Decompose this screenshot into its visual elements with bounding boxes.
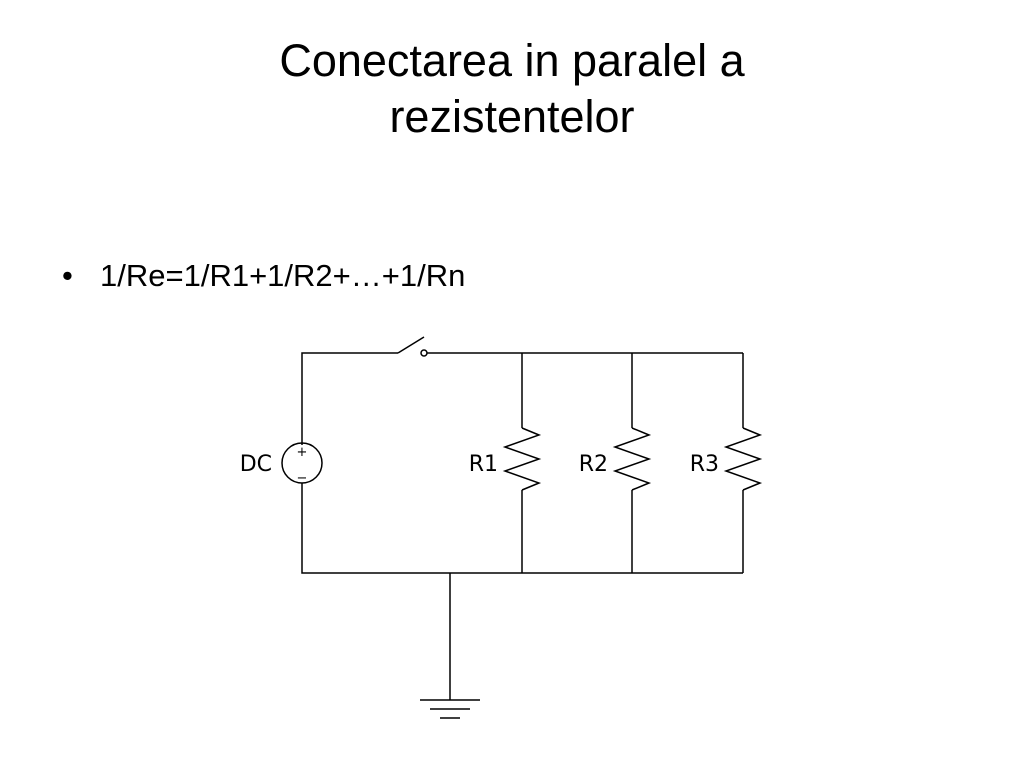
bullet-dot-icon: • bbox=[62, 258, 73, 293]
dc-minus-sign: − bbox=[297, 471, 308, 486]
dc-source-label: DC bbox=[240, 452, 272, 477]
bottom-wire bbox=[301, 483, 743, 574]
dc-source-icon: + − bbox=[281, 442, 323, 486]
formula-text: 1/Re=1/R1+1/R2+…+1/Rn bbox=[100, 258, 466, 293]
switch-icon bbox=[340, 336, 486, 357]
bullet-item: • 1/Re=1/R1+1/R2+…+1/Rn bbox=[62, 258, 465, 294]
top-wire bbox=[301, 352, 743, 445]
slide-title: Conectarea in paralel a rezistentelor bbox=[0, 33, 1024, 145]
resistor-r2-label: R2 bbox=[579, 452, 608, 477]
slide-title-line-1: Conectarea in paralel a bbox=[279, 35, 745, 86]
resistor-r1-label: R1 bbox=[469, 452, 498, 477]
dc-plus-sign: + bbox=[297, 445, 308, 460]
bullet-list: • 1/Re=1/R1+1/R2+…+1/Rn bbox=[62, 258, 465, 294]
slide-title-line-2: rezistentelor bbox=[389, 91, 635, 142]
resistor-r1-icon bbox=[502, 353, 542, 573]
resistor-r2-icon bbox=[612, 353, 652, 573]
resistor-r3-icon bbox=[723, 353, 763, 573]
ground-icon bbox=[420, 573, 480, 719]
resistor-r3-label: R3 bbox=[690, 452, 719, 477]
